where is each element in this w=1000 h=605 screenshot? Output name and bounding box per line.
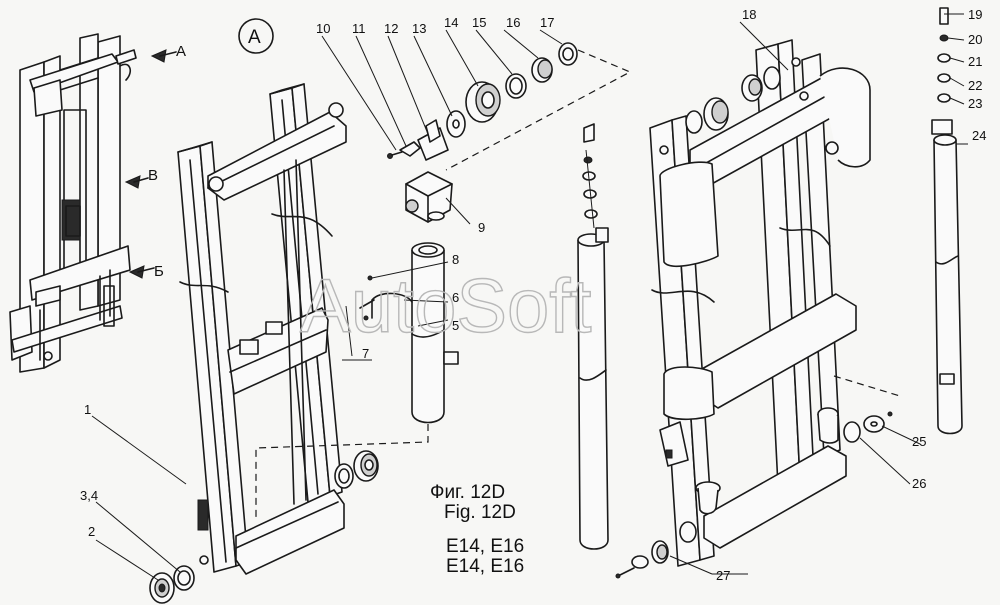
view-arrow-a: A: [150, 43, 186, 63]
callout-27: 27: [716, 568, 730, 583]
callout-18: 18: [742, 7, 756, 22]
figure-caption: Фиг. 12D Fig. 12D E14, E16 E14, E16: [430, 482, 524, 577]
callout-24: 24: [972, 128, 986, 143]
overview-mast-assembly: [9, 33, 137, 373]
callout-15: 15: [472, 15, 486, 30]
callout-20: 20: [968, 32, 982, 47]
callout-12: 12: [384, 21, 398, 36]
bottom-pulley-left: [334, 450, 379, 489]
callout-13: 13: [412, 21, 426, 36]
lift-cylinder: [255, 242, 459, 520]
view-arrow-be: Б: [128, 263, 164, 280]
callout-21: 21: [968, 54, 982, 69]
side-roller-parts: [843, 411, 893, 443]
callout-7: 7: [362, 346, 369, 361]
callout-3-4: 3,4: [80, 488, 98, 503]
pulley-parts-group: [387, 42, 632, 171]
callout-9: 9: [478, 220, 485, 235]
view-arrow-be-label: Б: [154, 263, 164, 280]
caption-models-1: E14, E16: [446, 536, 524, 557]
callout-8: 8: [452, 252, 459, 267]
bottom-pulley-right: [615, 540, 669, 579]
view-arrow-b-label: B: [148, 167, 158, 184]
outer-mast-frame: [177, 83, 347, 575]
watermark-text: AutoSoft: [300, 264, 592, 349]
callout-6: 6: [452, 290, 459, 305]
view-arrow-b: B: [124, 167, 158, 189]
callout-19: 19: [968, 7, 982, 22]
inner-mast-frame: [649, 39, 901, 567]
callout-17: 17: [540, 15, 554, 30]
valve-block: [405, 171, 453, 223]
caption-ru: Фиг. 12D: [430, 482, 505, 503]
callout-labels: 1 2 3,4 5 6 7 8 9 10 11 12 13 14 15 16 1…: [80, 7, 986, 583]
bottom-washers: [149, 565, 195, 604]
caption-models-2: E14, E16: [446, 556, 524, 577]
callout-10: 10: [316, 21, 330, 36]
callout-5: 5: [452, 318, 459, 333]
callout-2: 2: [88, 524, 95, 539]
callout-16: 16: [506, 15, 520, 30]
right-cylinder: [931, 7, 963, 435]
view-label-text: A: [248, 27, 261, 48]
callout-14: 14: [444, 15, 458, 30]
callout-25: 25: [912, 434, 926, 449]
callout-22: 22: [968, 78, 982, 93]
callout-1: 1: [84, 402, 91, 417]
view-arrow-a-label: A: [176, 43, 186, 60]
callout-23: 23: [968, 96, 982, 111]
callout-11: 11: [352, 21, 366, 36]
callout-26: 26: [912, 476, 926, 491]
mid-cylinder: [577, 123, 609, 550]
caption-en: Fig. 12D: [444, 502, 516, 523]
leader-lines: [91, 13, 968, 581]
view-label-circle: A: [238, 18, 274, 54]
